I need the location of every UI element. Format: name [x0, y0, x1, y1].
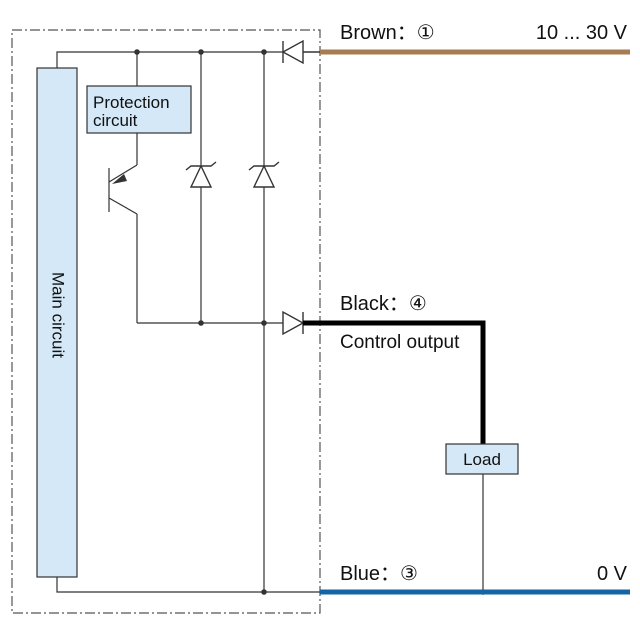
zener-diode-2-icon — [248, 161, 280, 188]
output-diode-icon — [282, 310, 305, 336]
main-circuit-label: Main circuit — [49, 272, 68, 358]
brown-voltage-label: 10 ... 30 V — [536, 22, 628, 44]
transistor-arrow-icon — [112, 174, 127, 184]
protection-circuit-label-line2: circuit — [93, 111, 138, 130]
blue-voltage-label: 0 V — [597, 563, 628, 585]
zener-diode-1-icon — [185, 161, 217, 188]
brown-wire-label: Brown：① — [340, 22, 435, 44]
protection-circuit-label-line1: Protection — [93, 93, 170, 112]
internal-wiring — [56, 51, 484, 593]
main-circuit-block — [36, 67, 78, 578]
load-label: Load — [463, 450, 501, 469]
black-wire — [303, 320, 486, 444]
blue-wire-label: Blue：③ — [340, 563, 418, 585]
input-diode-icon — [281, 39, 320, 65]
load-block — [445, 443, 519, 475]
control-output-label: Control output — [340, 332, 460, 353]
black-wire-label: Black：④ — [340, 293, 427, 315]
protection-circuit-block — [86, 85, 192, 134]
